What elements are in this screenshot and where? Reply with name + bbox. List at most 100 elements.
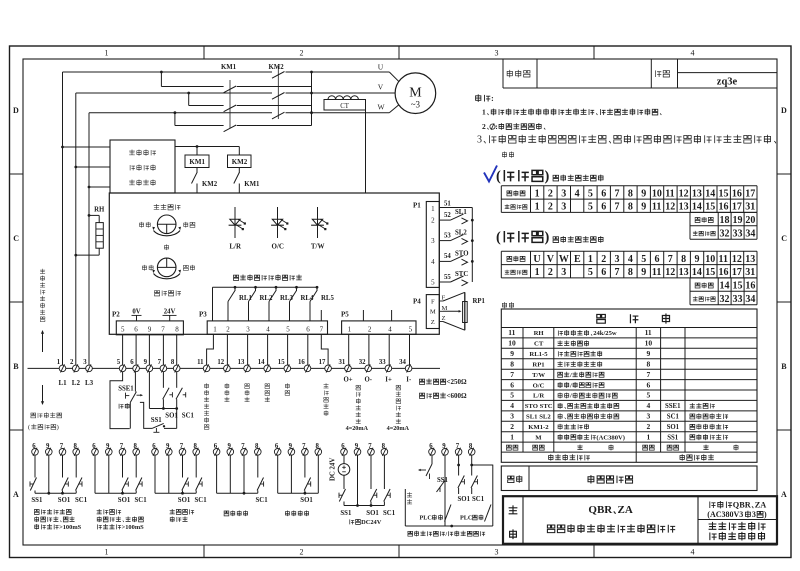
svg-text::: : — [491, 93, 494, 103]
svg-text:PLC: PLC — [420, 515, 432, 522]
svg-text:7: 7 — [668, 254, 673, 265]
svg-text:8: 8 — [647, 360, 651, 369]
svg-text:7: 7 — [161, 326, 165, 334]
svg-text:V: V — [547, 254, 555, 265]
svg-text:B: B — [13, 362, 19, 371]
svg-text:P3: P3 — [199, 311, 207, 319]
svg-text:(: ( — [496, 230, 501, 246]
svg-text:9: 9 — [641, 188, 646, 199]
svg-text:15: 15 — [705, 267, 715, 278]
svg-text:M: M — [430, 309, 436, 316]
svg-text:9: 9 — [106, 443, 110, 450]
svg-text:SS1: SS1 — [340, 510, 352, 517]
svg-text:): ) — [57, 424, 59, 431]
svg-text:31: 31 — [339, 359, 346, 366]
svg-text:19: 19 — [733, 215, 743, 226]
svg-text:F: F — [442, 295, 446, 302]
svg-text:F: F — [431, 298, 435, 305]
svg-text:STO: STO — [455, 250, 468, 257]
svg-text:6: 6 — [429, 443, 433, 450]
svg-text:KM1: KM1 — [221, 64, 237, 71]
svg-text:7: 7 — [320, 326, 324, 334]
svg-text:SSE1: SSE1 — [665, 403, 681, 410]
svg-text:P5: P5 — [341, 311, 349, 319]
svg-text:9: 9 — [144, 359, 148, 366]
svg-text:7: 7 — [456, 443, 460, 450]
svg-text:4=20mA: 4=20mA — [387, 425, 410, 432]
svg-text:4: 4 — [388, 326, 392, 334]
svg-text:Z: Z — [442, 315, 446, 322]
svg-text:51: 51 — [444, 201, 451, 208]
svg-text:31: 31 — [745, 202, 755, 213]
svg-text:8: 8 — [74, 443, 78, 450]
svg-text:8: 8 — [628, 188, 633, 199]
svg-text:6: 6 — [130, 359, 134, 366]
svg-text:D: D — [781, 106, 787, 115]
svg-text:8: 8 — [194, 443, 198, 450]
svg-text:15: 15 — [278, 359, 285, 366]
svg-text:T/W: T/W — [532, 372, 545, 379]
svg-text:2: 2 — [548, 188, 553, 199]
svg-text:(: ( — [496, 169, 501, 185]
svg-text:52: 52 — [444, 212, 451, 219]
svg-text:SO1: SO1 — [118, 497, 131, 504]
svg-text:SL2: SL2 — [455, 230, 467, 237]
svg-text:SS1: SS1 — [31, 497, 43, 504]
svg-text:6: 6 — [152, 443, 156, 450]
svg-text:RL5: RL5 — [321, 295, 334, 302]
svg-text:B: B — [781, 362, 787, 371]
svg-text:/: / — [569, 393, 572, 400]
svg-text:8: 8 — [510, 360, 514, 369]
svg-text:KM2: KM2 — [232, 158, 248, 166]
svg-text:53: 53 — [444, 232, 451, 239]
svg-text:8: 8 — [628, 202, 633, 213]
svg-text:6: 6 — [601, 188, 606, 199]
svg-text:9: 9 — [148, 326, 152, 334]
svg-text:7: 7 — [60, 443, 64, 450]
svg-text:CT: CT — [340, 103, 350, 110]
svg-text:SO1: SO1 — [58, 497, 71, 504]
svg-text:STO STC: STO STC — [525, 403, 553, 410]
svg-text:C: C — [13, 234, 19, 243]
svg-text:KM1: KM1 — [244, 181, 260, 188]
svg-text:13: 13 — [692, 188, 702, 199]
svg-text:32: 32 — [720, 228, 730, 239]
svg-text:16: 16 — [719, 267, 729, 278]
svg-text:2: 2 — [510, 422, 514, 431]
svg-text:SC1: SC1 — [195, 497, 208, 504]
svg-text:6: 6 — [601, 202, 606, 213]
svg-text:17: 17 — [732, 202, 742, 213]
svg-text:L/R: L/R — [533, 393, 544, 400]
svg-text:1: 1 — [647, 432, 651, 441]
svg-text:1: 1 — [535, 188, 540, 199]
svg-text:RH: RH — [534, 330, 545, 337]
svg-text:>100mS: >100mS — [59, 524, 82, 531]
svg-text:34: 34 — [745, 294, 755, 305]
svg-text:L3: L3 — [85, 379, 94, 387]
svg-text:8: 8 — [469, 443, 473, 450]
svg-text:17: 17 — [732, 267, 742, 278]
svg-text:12: 12 — [732, 254, 742, 265]
svg-text:QBR: QBR — [733, 501, 752, 510]
svg-text:U: U — [533, 254, 540, 265]
svg-text:SC1: SC1 — [256, 497, 269, 504]
svg-text:5: 5 — [510, 391, 514, 400]
svg-text:14: 14 — [705, 188, 715, 199]
svg-text:3: 3 — [561, 267, 566, 278]
svg-text:10: 10 — [645, 339, 653, 348]
svg-text:1: 1 — [57, 359, 61, 366]
svg-text:3: 3 — [561, 202, 566, 213]
svg-text:54: 54 — [444, 253, 451, 260]
svg-text:11: 11 — [652, 202, 661, 213]
svg-text:6: 6 — [601, 267, 606, 278]
svg-text:12: 12 — [217, 359, 224, 366]
svg-text:16: 16 — [745, 280, 755, 291]
svg-text:SC1: SC1 — [383, 510, 396, 517]
svg-text:V: V — [378, 83, 384, 92]
svg-text:STC: STC — [455, 271, 468, 278]
svg-text:15: 15 — [719, 188, 729, 199]
svg-text:2: 2 — [548, 202, 553, 213]
svg-text:2: 2 — [300, 548, 304, 557]
svg-text:SL1: SL1 — [455, 209, 467, 216]
svg-text:9: 9 — [641, 202, 646, 213]
